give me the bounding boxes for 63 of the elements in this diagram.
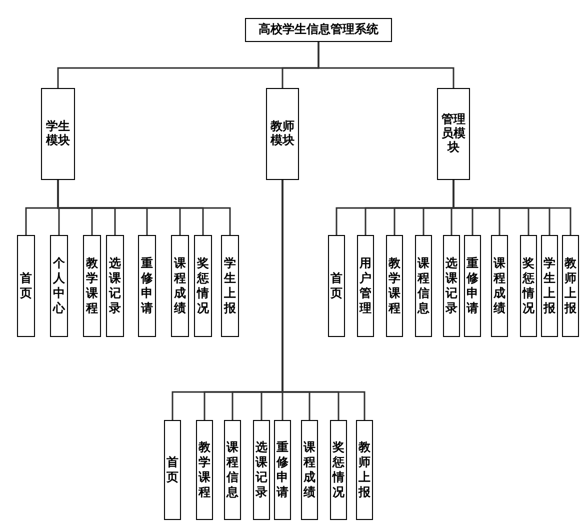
box-label: 课程成绩 [494,256,506,316]
function-box [274,420,291,520]
box-label: 教师上报 [358,440,370,500]
function-box [541,235,558,337]
title-box [245,18,392,42]
box-label: 重修申请 [276,440,288,500]
connector-line [282,180,366,420]
function-box [357,235,374,337]
box-label: 学生上报 [224,256,236,316]
connector-line [57,180,231,235]
function-box [83,235,101,337]
box-label: 用户管理 [360,256,372,316]
function-box [164,420,181,520]
function-box [171,235,189,337]
function-box [253,420,270,520]
function-box [194,235,212,337]
function-box [562,235,579,337]
box-label: 重修申请 [466,256,478,316]
box-label: 选课记录 [109,256,121,316]
function-box [386,235,403,337]
box-label: 首页 [330,271,342,301]
function-box [224,420,241,520]
function-box [106,235,124,337]
box-label: 首页 [166,455,178,485]
function-box [443,235,460,337]
box-label: 管理员模块 [440,113,466,155]
box-label: 奖惩情况 [332,440,344,500]
function-box [196,420,213,520]
function-box [464,235,481,337]
function-box [415,235,432,337]
box-label: 课程信息 [418,256,430,316]
box-label: 选课记录 [446,256,458,316]
box-label: 教师上报 [564,256,576,316]
box-label: 教师模块 [270,120,296,148]
function-box [356,420,373,520]
box-label: 教学课程 [198,440,210,500]
box-label: 课程信息 [226,440,238,500]
box-label: 学生模块 [45,120,71,148]
function-box [520,235,537,337]
box-label: 选课记录 [256,440,268,500]
box-label: 教学课程 [388,256,400,316]
box-label: 课程成绩 [304,440,316,500]
function-box [328,235,345,337]
box-label: 奖惩情况 [522,256,534,316]
module-box [266,88,299,180]
box-label: 奖惩情况 [197,256,209,316]
box-label: 首页 [20,271,32,301]
box-label: 个人中心 [53,256,65,316]
function-box [330,420,347,520]
function-box [491,235,508,337]
function-box [221,235,239,337]
connector-line [318,42,454,88]
function-box [17,235,35,337]
box-label: 高校学生信息管理系统 [258,23,378,37]
module-box [41,88,75,180]
function-box [138,235,156,337]
function-box [50,235,68,337]
function-box [301,420,318,520]
box-label: 学生上报 [544,256,556,316]
box-label: 教学课程 [86,256,98,316]
box-label: 重修申请 [141,256,153,316]
box-label: 课程成绩 [174,256,186,316]
module-box [437,88,470,180]
